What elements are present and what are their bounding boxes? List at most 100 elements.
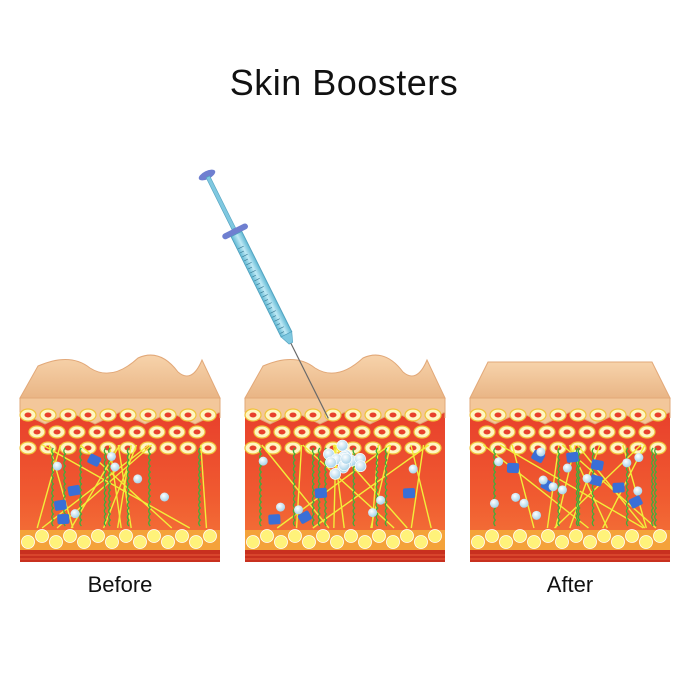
collagen-fiber	[261, 444, 330, 529]
fibroblast-cell	[57, 513, 70, 525]
hyaluronic-droplet-icon	[557, 485, 567, 495]
cell-nucleus	[494, 445, 502, 451]
fibroblast-cell	[67, 484, 81, 497]
fat-cell	[288, 529, 302, 543]
fibroblast-cell	[314, 487, 328, 499]
hyaluronic-droplet-icon	[519, 498, 529, 508]
cell-nucleus	[278, 429, 286, 435]
fat-cell	[414, 535, 428, 549]
fat-cell	[597, 529, 611, 543]
cell-nucleus	[574, 412, 582, 418]
syringe-icon	[198, 169, 329, 419]
cell-nucleus	[64, 412, 72, 418]
cell-nucleus	[369, 445, 377, 451]
page-title: Skin Boosters	[229, 62, 459, 103]
cell-nucleus	[204, 412, 212, 418]
fat-cell	[77, 535, 91, 549]
barrel-graduation	[260, 291, 265, 294]
barrel-graduation	[246, 261, 252, 266]
fat-cell	[653, 529, 667, 543]
hyaluronic-droplet-icon	[70, 509, 80, 519]
muscle-layer	[245, 550, 445, 562]
hyaluronic-droplet-icon	[133, 474, 143, 484]
fat-cell	[35, 529, 49, 543]
cell-nucleus	[483, 429, 491, 435]
fat-cell	[105, 535, 119, 549]
epidermis-surface	[244, 354, 446, 399]
fibroblast-cell	[87, 453, 102, 467]
fat-cell	[260, 529, 274, 543]
cell-nucleus	[289, 412, 297, 418]
fat-cell	[330, 535, 344, 549]
barrel-graduation	[242, 253, 248, 258]
barrel-graduation	[268, 307, 273, 310]
cell-nucleus	[429, 445, 437, 451]
fat-cell	[583, 535, 597, 549]
cell-nucleus	[124, 412, 132, 418]
collagen-fiber	[42, 444, 191, 529]
cell-nucleus	[474, 445, 482, 451]
fat-cell	[372, 529, 386, 543]
fibroblast-cell	[53, 499, 67, 511]
barrel-graduation	[250, 269, 256, 274]
cell-nucleus	[494, 412, 502, 418]
cell-nucleus	[184, 445, 192, 451]
collagen-fiber	[511, 444, 535, 529]
cell-nucleus	[93, 429, 101, 435]
hyaluronic-droplet-icon	[368, 508, 378, 518]
hyaluronic-droplet-icon	[622, 458, 632, 468]
fibroblast-cell	[590, 459, 604, 471]
cell-nucleus	[643, 429, 651, 435]
cell-nucleus	[329, 412, 337, 418]
injected-droplet	[325, 456, 337, 469]
barrel-graduation	[264, 299, 269, 302]
hyaluronic-droplet-icon	[294, 505, 304, 515]
cell-nucleus	[409, 412, 417, 418]
elastin-fiber	[577, 447, 581, 527]
epidermis-band	[19, 397, 221, 425]
fat-cell	[63, 529, 77, 543]
hyaluronic-droplet-icon	[532, 510, 542, 520]
barrel-graduation	[276, 323, 281, 326]
cell-nucleus	[534, 412, 542, 418]
cell-nucleus	[249, 412, 257, 418]
fibroblast-cell	[566, 451, 579, 463]
cell-nucleus	[193, 429, 201, 435]
fibroblast-cell	[268, 514, 281, 525]
elastin-fiber	[79, 447, 83, 527]
fibroblast-cell	[612, 482, 625, 493]
fat-cell	[344, 529, 358, 543]
hyaluronic-droplet-icon	[548, 482, 558, 492]
elastin-fiber	[375, 447, 379, 527]
cell-nucleus	[429, 412, 437, 418]
elastin-fiber	[198, 447, 202, 527]
barrel-graduation	[244, 258, 248, 262]
cell-nucleus	[249, 445, 257, 451]
skin-panel-injection	[244, 354, 446, 562]
cell-nucleus	[654, 412, 662, 418]
barrel-graduation	[252, 274, 257, 278]
fat-cell	[386, 535, 400, 549]
cell-nucleus	[349, 445, 357, 451]
fibroblast-cell	[402, 488, 416, 499]
cell-nucleus	[33, 429, 41, 435]
hyaluronic-droplet-icon	[376, 495, 386, 505]
epidermis-surface	[19, 354, 221, 399]
collagen-fiber	[48, 444, 74, 529]
fat-cell	[541, 529, 555, 543]
elastin-fiber	[311, 447, 315, 527]
syringe-tip	[280, 331, 293, 345]
cell-nucleus	[614, 412, 622, 418]
skin-panel-after	[469, 361, 671, 562]
fat-cell	[639, 535, 653, 549]
caption-after: After	[546, 572, 594, 597]
collagen-fiber	[36, 444, 62, 529]
cell-nucleus	[153, 429, 161, 435]
hyaluronic-droplet-icon	[408, 464, 418, 474]
plunger-cap	[198, 169, 216, 181]
collagen-fiber	[276, 444, 391, 529]
hyaluronic-droplet-icon	[538, 475, 548, 485]
injected-droplet	[329, 468, 342, 480]
cell-nucleus	[104, 412, 112, 418]
